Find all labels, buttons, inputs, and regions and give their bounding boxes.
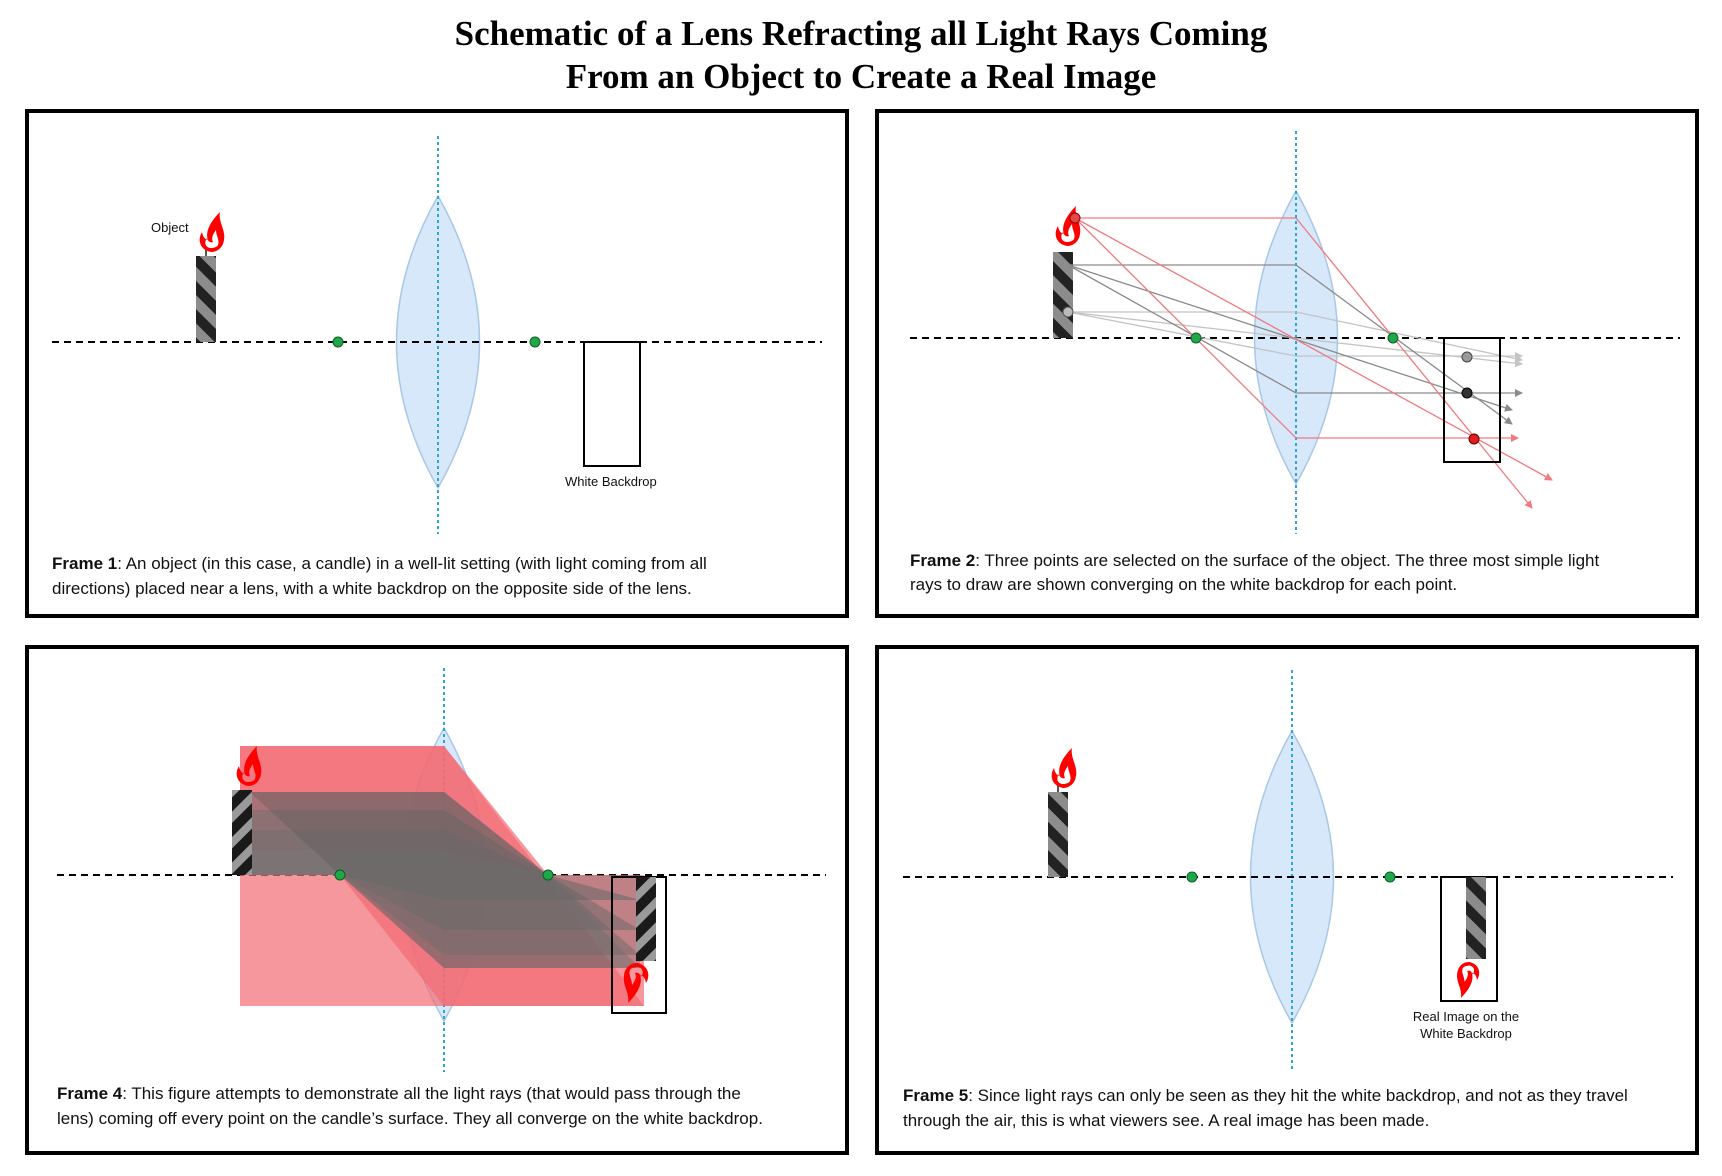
image-label-line-1: Real Image on the <box>1413 1009 1519 1024</box>
ray-bundle-gray-3 <box>250 830 640 955</box>
candle <box>196 212 225 342</box>
frame-5: Real Image on the White Backdrop Frame 5… <box>875 645 1699 1155</box>
ray-bundle-gray-4 <box>250 850 640 968</box>
focal-point-right <box>1384 871 1396 883</box>
frame-1-label: Frame 1 <box>52 554 117 573</box>
ray-bundle-gray-5 <box>250 792 640 968</box>
real-image <box>1457 877 1486 998</box>
ray-light-3 <box>1067 311 1523 368</box>
image-candle-body <box>636 877 656 961</box>
frame-2-label: Frame 2 <box>910 551 975 570</box>
title-line-2: From an Object to Create a Real Image <box>565 57 1157 96</box>
frame-1-border <box>25 109 849 618</box>
object-label: Object <box>151 220 189 235</box>
frame-2-caption-text-1: : Three points are selected on the surfa… <box>975 551 1599 570</box>
frame-5-caption-line-2: through the air, this is what viewers se… <box>903 1111 1429 1130</box>
image-label-line-2: White Backdrop <box>1420 1026 1512 1041</box>
image-point-light <box>1461 351 1473 363</box>
focal-point-left <box>334 869 346 881</box>
frame-5-caption-text-1: : Since light rays can only be seen as t… <box>968 1086 1628 1105</box>
focal-point-left <box>1186 871 1198 883</box>
frame-4-caption-line-1: Frame 4: This figure attempts to demonst… <box>57 1084 741 1103</box>
focal-point-left <box>1190 332 1202 344</box>
selected-point-top <box>1069 212 1081 224</box>
frame-4-caption-line-2: lens) coming off every point on the cand… <box>57 1109 763 1128</box>
white-backdrop <box>1443 337 1501 463</box>
candle <box>1048 748 1077 877</box>
image-candle-body <box>1466 877 1486 959</box>
candle-body <box>232 790 252 875</box>
frame-2-caption-line-2: rays to draw are shown converging on the… <box>910 575 1457 594</box>
frame-1: Object White Backdrop Frame 1: An object… <box>25 109 849 618</box>
frame-5-label: Frame 5 <box>903 1086 968 1105</box>
frame-1-caption-line-1: Frame 1: An object (in this case, a cand… <box>52 554 707 573</box>
ray-light-1 <box>1068 311 1523 363</box>
focal-point-right <box>1387 332 1399 344</box>
frame-4: Frame 4: This figure attempts to demonst… <box>25 645 849 1155</box>
image-point-red <box>1468 433 1480 445</box>
title-line-1: Schematic of a Lens Refracting all Light… <box>454 14 1268 53</box>
ray-gray-2 <box>1067 264 1523 397</box>
backdrop-label: White Backdrop <box>565 474 657 489</box>
ray-bundle-gray-2 <box>250 810 640 930</box>
focal-point-left <box>332 336 344 348</box>
candle-body <box>1048 792 1068 877</box>
white-backdrop <box>583 341 641 467</box>
rays-light <box>1067 311 1523 368</box>
ray-gray-1 <box>1068 264 1513 425</box>
ray-gray-3 <box>1067 264 1513 412</box>
page-title: Schematic of a Lens Refracting all Light… <box>0 12 1722 98</box>
frame-5-caption-line-1: Frame 5: Since light rays can only be se… <box>903 1086 1628 1105</box>
ray-red-1 <box>1075 217 1533 509</box>
frame-1-caption-line-2: directions) placed near a lens, with a w… <box>52 579 692 598</box>
rays-gray <box>1067 264 1523 425</box>
ray-bundle <box>240 746 644 1006</box>
image-point-gray <box>1461 387 1473 399</box>
frame-1-caption-text-1: : An object (in this case, a candle) in … <box>117 554 707 573</box>
candle <box>232 746 262 875</box>
frame-4-caption-text-1: : This figure attempts to demonstrate al… <box>122 1084 741 1103</box>
candle-body <box>196 256 216 342</box>
inverted-image <box>623 877 656 1003</box>
frame-2-caption-line-1: Frame 2: Three points are selected on th… <box>910 551 1599 570</box>
focal-point-right <box>529 336 541 348</box>
selected-point-bottom <box>1062 306 1074 318</box>
frame-2: Frame 2: Three points are selected on th… <box>875 109 1699 618</box>
focal-point-right <box>542 869 554 881</box>
frame-4-label: Frame 4 <box>57 1084 123 1103</box>
